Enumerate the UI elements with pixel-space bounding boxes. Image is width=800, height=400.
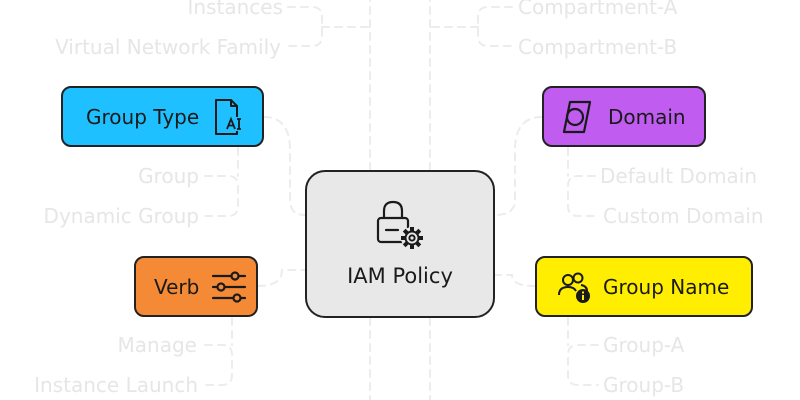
leaf-manage: Manage xyxy=(117,333,197,357)
iam-policy-label: IAM Policy xyxy=(347,264,453,288)
group-name-label: Group Name xyxy=(603,274,730,299)
verb-label: Verb xyxy=(154,274,200,299)
group-type-node[interactable]: Group Type xyxy=(61,86,264,147)
connector-compartments xyxy=(477,6,513,47)
leaf-default-domain: Default Domain xyxy=(600,164,758,188)
domain-badge-icon xyxy=(560,98,594,136)
connector-verb-leaves xyxy=(204,344,233,386)
group-type-label: Group Type xyxy=(86,104,200,129)
leaf-group-b: Group-B xyxy=(603,373,685,397)
leaf-dynamic-group: Dynamic Group xyxy=(43,204,199,228)
connector-group-type-leaves xyxy=(204,175,239,217)
leaf-instance-launch: Instance Launch xyxy=(34,373,198,397)
group-name-node[interactable]: Group Name xyxy=(535,256,753,317)
leaf-custom-domain: Custom Domain xyxy=(603,204,764,228)
ai-file-icon xyxy=(213,98,247,136)
users-info-icon xyxy=(557,269,593,305)
connector-verb-center xyxy=(257,269,306,287)
connector-domain-leaves xyxy=(567,175,596,217)
leaf-virtual-network-family: Virtual Network Family xyxy=(55,35,281,59)
leaf-instances: Instances xyxy=(187,0,284,19)
connector-group-name-center xyxy=(494,274,536,287)
domain-node[interactable]: Domain xyxy=(542,86,706,147)
leaf-group: Group xyxy=(138,164,199,188)
verb-node[interactable]: Verb xyxy=(134,256,258,317)
connector-group-name-leaves xyxy=(567,344,599,386)
domain-label: Domain xyxy=(608,104,686,129)
sliders-icon xyxy=(211,269,247,305)
leaf-group-a: Group-A xyxy=(603,333,685,357)
leaf-compartment-a: Compartment-A xyxy=(518,0,678,19)
lock-gear-icon xyxy=(372,200,428,254)
leaf-compartment-b: Compartment-B xyxy=(518,35,678,59)
connector-domain-center xyxy=(494,116,543,216)
connector-group-type-center xyxy=(263,116,306,216)
iam-policy-node[interactable]: IAM Policy xyxy=(305,170,495,318)
connector-instances xyxy=(287,6,323,47)
